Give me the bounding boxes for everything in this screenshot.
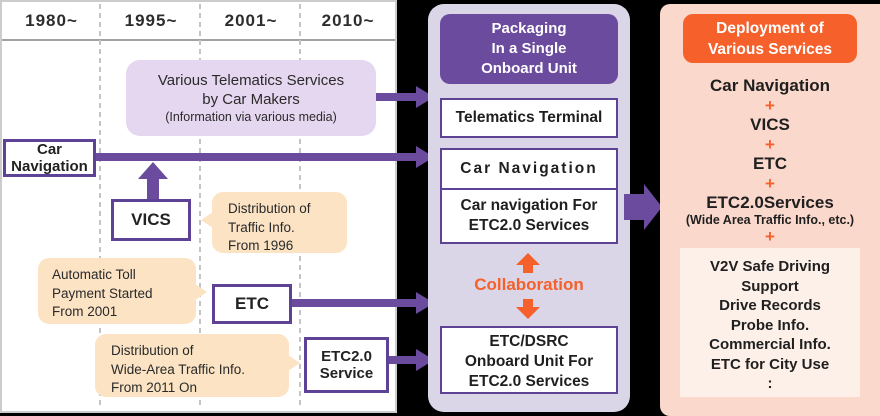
wide-area-bubble: Distribution of Wide-Area Traffic Info. …: [95, 334, 300, 397]
plus-sign: +: [765, 96, 775, 115]
car-navigation-unit-box: Car Navigation Car navigation For ETC2.0…: [440, 148, 618, 244]
traffic-info-line3: From 1996: [228, 238, 294, 253]
unit-car-navigation-label: Car Navigation: [442, 150, 616, 190]
plus-sign: +: [765, 227, 775, 246]
timeline-year-2001: 2001~: [224, 11, 278, 30]
future-service-line3: Drive Records: [719, 297, 821, 314]
etc-dsrc-line1: ETC/DSRC: [489, 333, 569, 350]
plus-sign: +: [765, 135, 775, 154]
timeline-year-2010: 2010~: [321, 11, 375, 30]
future-service-line6: ETC for City Use: [710, 355, 830, 373]
traffic-info-bubble: Distribution of Traffic Info. From 1996: [201, 192, 347, 253]
future-services-box: V2V Safe Driving Support Drive Records P…: [680, 248, 860, 397]
timeline-year-1995: 1995~: [124, 11, 178, 30]
timeline-dashed-divider: [99, 4, 101, 409]
future-service-line5: Commercial Info.: [709, 336, 831, 353]
vertical-ellipsis: :: [767, 375, 773, 392]
automatic-toll-line2: Payment Started: [52, 285, 153, 301]
wide-area-line1: Distribution of: [111, 343, 194, 358]
wide-area-line3: From 2011 On: [111, 380, 198, 395]
car-navigation-box: Car Navigation: [3, 139, 96, 177]
car-navigation-line2: Navigation: [11, 158, 88, 175]
automatic-toll-line3: From 2001: [52, 304, 118, 319]
packaging-header: Packaging In a Single Onboard Unit: [440, 14, 618, 84]
etc-dsrc-line3: ETC2.0 Services: [468, 373, 590, 390]
deployment-header: Deployment of Various Services: [683, 14, 857, 63]
telematics-terminal-box: Telematics Terminal: [440, 98, 618, 138]
unit-car-nav-etc20-line2: ETC2.0 Services: [468, 217, 590, 234]
plus-sign: +: [765, 174, 775, 193]
collaboration-label: Collaboration: [474, 275, 584, 294]
service-etc20-note: (Wide Area Traffic Info., etc.): [685, 213, 855, 227]
packaging-header-line2: In a Single: [491, 40, 567, 57]
wide-area-line2: Wide-Area Traffic Info.: [111, 361, 246, 377]
service-etc20: ETC2.0Services: [706, 193, 834, 212]
telematics-services-line1: Various Telematics Services: [157, 71, 345, 89]
bubble-pointer: [201, 212, 213, 228]
vics-label: VICS: [131, 210, 171, 229]
deployment-header-line1: Deployment of: [716, 20, 824, 37]
deployment-services-list: Car Navigation + VICS + ETC + ETC2.0Serv…: [660, 76, 880, 246]
telematics-services-line3: (Information via various media): [165, 109, 337, 124]
service-car-navigation: Car Navigation: [710, 76, 830, 95]
packaging-header-line3: Onboard Unit: [481, 60, 577, 77]
deployment-header-line2: Various Services: [707, 41, 833, 58]
unit-car-nav-etc20-line1: Car navigation For: [460, 197, 598, 214]
vics-box: VICS: [111, 199, 191, 241]
telematics-services-line2: by Car Makers: [202, 90, 300, 108]
unit-car-nav-etc20: Car navigation For ETC2.0 Services: [442, 190, 616, 236]
etc20-service-line2: Service: [319, 365, 374, 382]
etc20-service-line1: ETC2.0: [321, 347, 372, 365]
etc20-service-box: ETC2.0 Service: [304, 337, 389, 393]
timeline-dashed-divider: [199, 4, 201, 409]
bubble-pointer: [288, 355, 300, 371]
future-service-line2: Support: [741, 277, 799, 295]
timeline-header-divider: [2, 39, 395, 41]
future-service-line4: Probe Info.: [730, 316, 810, 334]
automatic-toll-bubble: Automatic Toll Payment Started From 2001: [38, 258, 207, 324]
service-etc: ETC: [753, 154, 787, 173]
etc-label: ETC: [235, 294, 269, 313]
future-service-line1: V2V Safe Driving: [709, 258, 831, 275]
timeline-year-1980: 1980~: [25, 11, 78, 30]
traffic-info-line1: Distribution of: [228, 201, 311, 216]
bubble-pointer: [195, 284, 207, 300]
car-navigation-line1: Car: [36, 140, 62, 158]
traffic-info-line2: Traffic Info.: [228, 219, 295, 235]
telematics-services-box: Various Telematics Services by Car Maker…: [126, 60, 376, 136]
etc-box: ETC: [212, 284, 292, 324]
packaging-header-line1: Packaging: [491, 20, 567, 37]
etc-dsrc-box: ETC/DSRC Onboard Unit For ETC2.0 Service…: [440, 326, 618, 394]
etc-dsrc-line2: Onboard Unit For: [464, 353, 594, 370]
automatic-toll-line1: Automatic Toll: [52, 267, 136, 282]
service-vics: VICS: [750, 115, 790, 134]
